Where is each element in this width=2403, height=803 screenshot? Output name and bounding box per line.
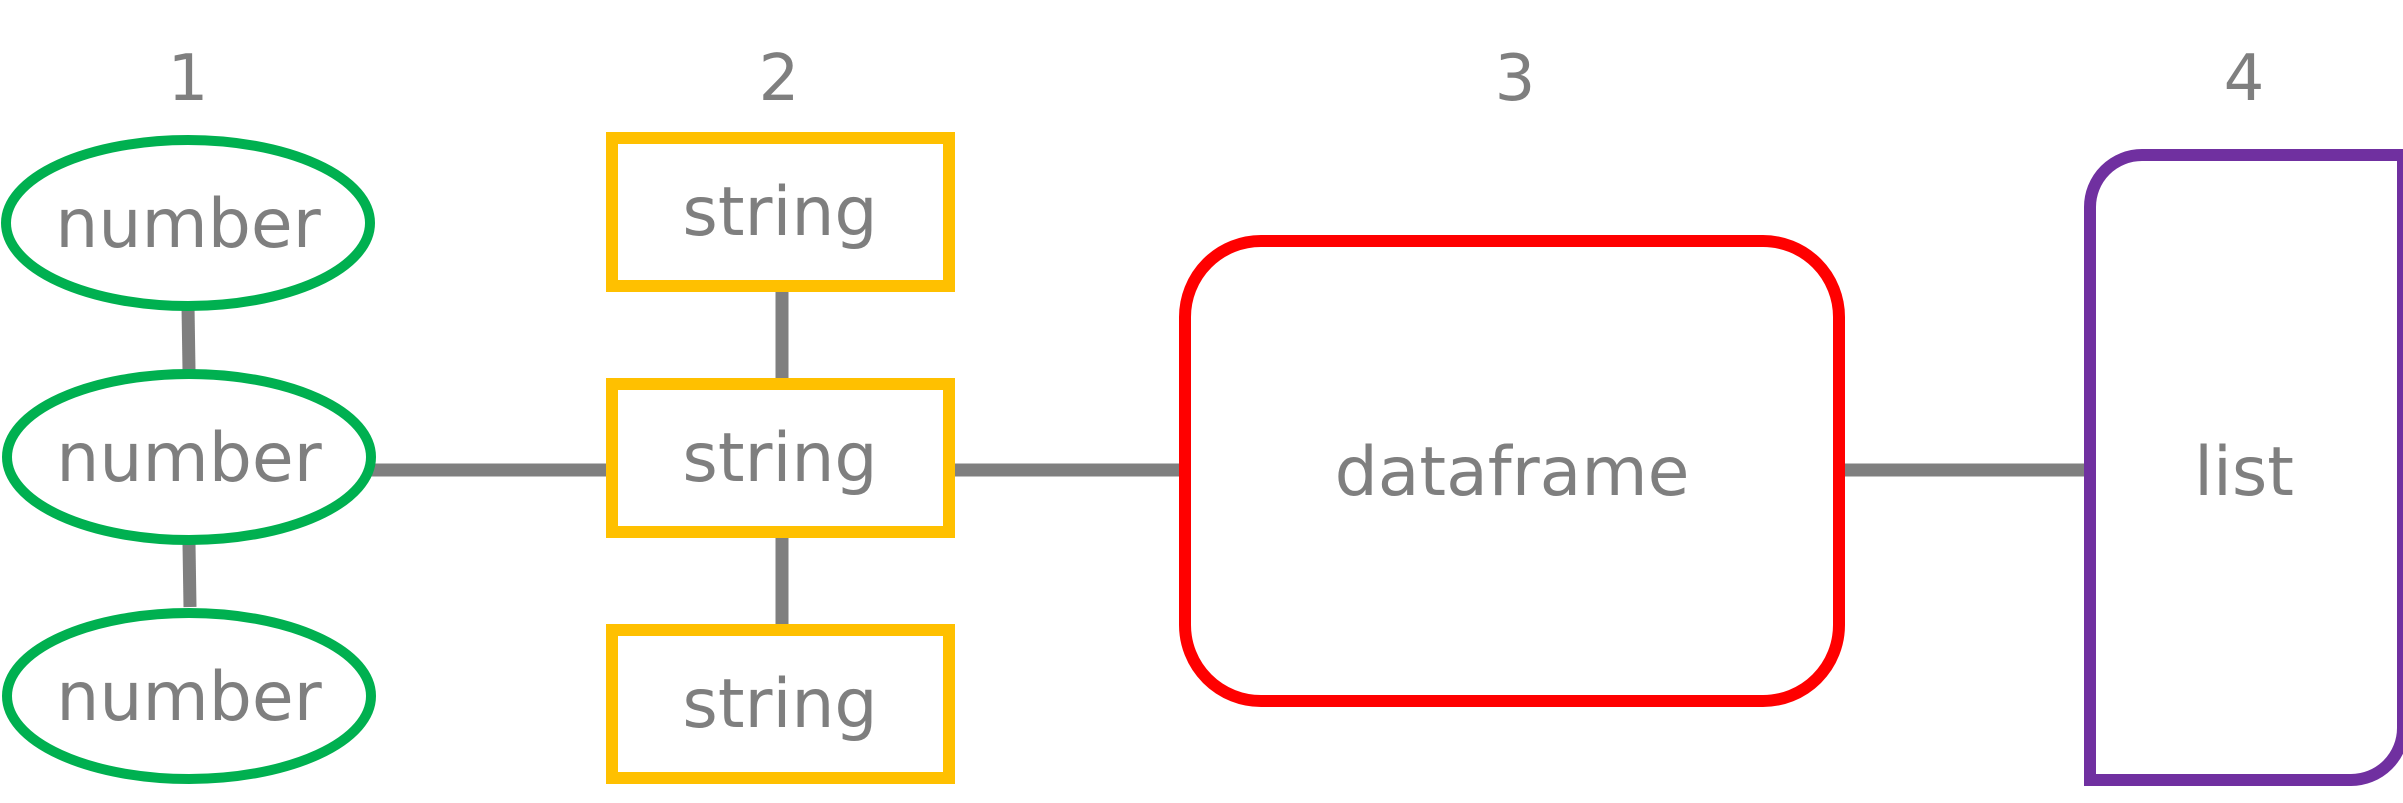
string-node-3: string [606,624,955,784]
number-label: number [55,185,320,264]
connector-number-1-2 [181,305,196,371]
column-number-1: 1 [168,42,209,116]
string-label: string [682,419,877,498]
number-node-1: number [1,135,375,311]
string-label: string [682,173,877,252]
connector-number-2-3 [182,543,197,608]
list-node: list [2084,149,2403,786]
number-node-3: number [2,608,376,784]
list-label: list [2194,433,2294,512]
column-number-2: 2 [759,42,800,116]
dataframe-node: dataframe [1179,235,1845,707]
string-node-1: string [606,132,955,292]
column-number-4: 4 [2224,42,2265,116]
string-node-2: string [606,378,955,538]
number-label: number [56,658,321,737]
column-number-3: 3 [1495,42,1536,116]
number-label: number [56,419,321,498]
number-node-2: number [2,369,376,545]
string-label: string [682,665,877,744]
dataframe-label: dataframe [1335,433,1690,512]
